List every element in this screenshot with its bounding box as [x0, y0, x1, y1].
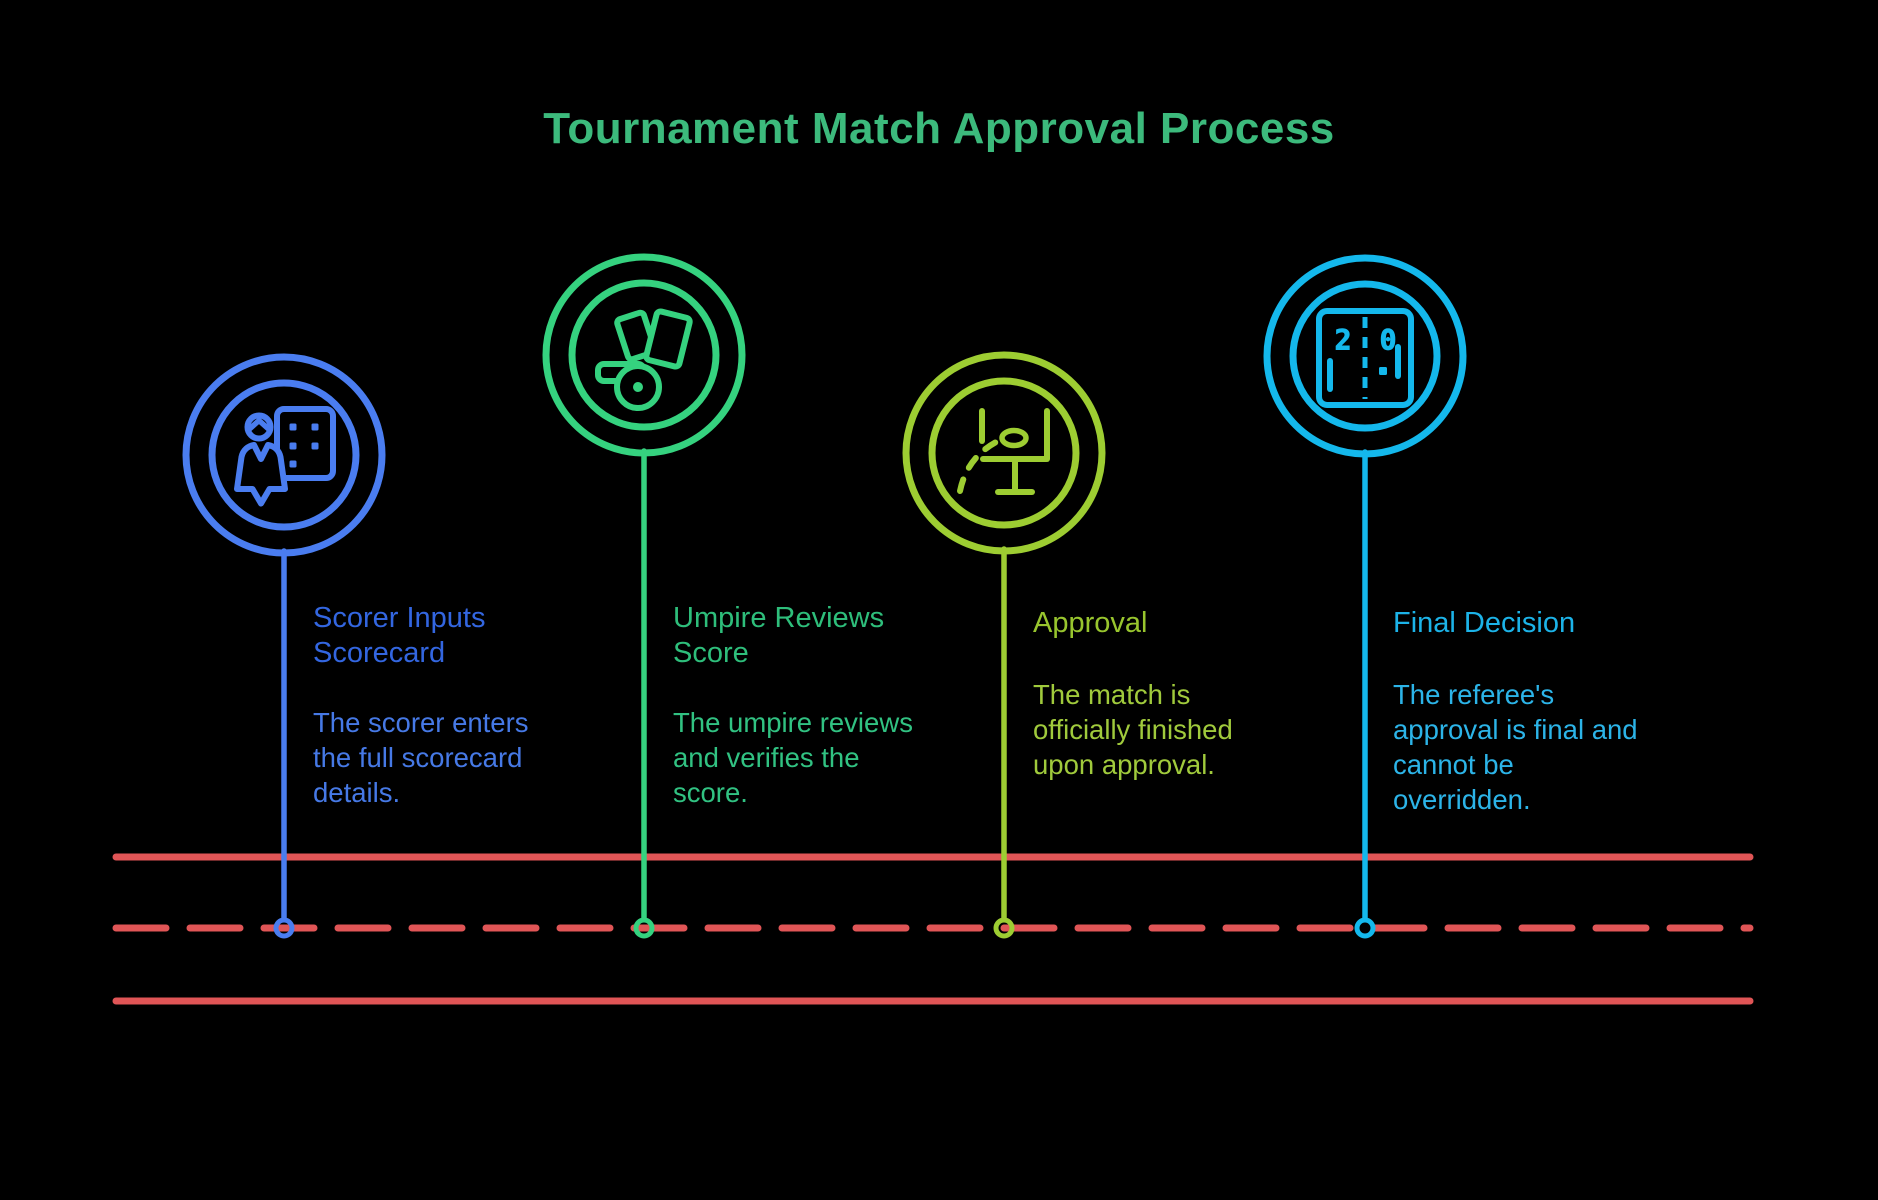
- goalpost-ball-icon: [957, 408, 1050, 495]
- step-3-outer-circle: [902, 351, 1106, 555]
- step-1-marker: [182, 353, 386, 939]
- step-1-road-node: [273, 917, 295, 939]
- step-3-marker: [902, 351, 1106, 939]
- pong-scoreboard-icon: 2 0: [1316, 308, 1414, 408]
- scorer-torso: [234, 442, 288, 507]
- step-1-outer-circle: [182, 353, 386, 557]
- step-2-outer-circle: [542, 253, 746, 457]
- scorecard-panel: [274, 406, 336, 481]
- page-title: Tournament Match Approval Process: [543, 104, 1335, 153]
- scorer-hair: [246, 417, 272, 432]
- scoreboard-left-score: 2: [1335, 323, 1352, 356]
- step-4-marker: 2 0: [1263, 254, 1467, 939]
- step-4-road-node: [1354, 917, 1376, 939]
- step-3-heading: Approval: [1033, 607, 1148, 639]
- step-4-inner-circle: [1289, 280, 1441, 432]
- step-2-road-node: [633, 917, 655, 939]
- ball-trajectory: [957, 438, 1001, 494]
- scorer-scorecard-icon: [234, 406, 336, 507]
- step-3-description: The match is officially finished upon ap…: [1033, 679, 1233, 780]
- step-2-marker: [542, 253, 746, 939]
- step-2-description: The umpire reviews and verifies the scor…: [673, 707, 913, 808]
- step-4-heading: Final Decision: [1393, 607, 1576, 639]
- scorer-head: [244, 412, 274, 442]
- step-1-heading: Scorer Inputs Scorecard: [313, 602, 486, 669]
- scoreboard-right-score: 0: [1380, 323, 1397, 356]
- step-4-description: The referee's approval is final and cann…: [1393, 679, 1638, 815]
- whistle-cards-icon: [595, 308, 693, 411]
- step-2-inner-circle: [568, 279, 720, 431]
- ball: [999, 427, 1029, 449]
- step-3-road-node: [993, 917, 1015, 939]
- scoreboard-frame: [1316, 308, 1414, 408]
- scorecard-dots: [289, 423, 319, 468]
- step-2-heading: Umpire Reviews Score: [673, 602, 885, 669]
- step-4-outer-circle: [1263, 254, 1467, 458]
- step-1-inner-circle: [208, 379, 360, 531]
- step-1-description: The scorer enters the full scorecard det…: [313, 707, 529, 808]
- step-3-inner-circle: [928, 377, 1080, 529]
- penalty-card-right: [643, 308, 693, 370]
- whistle-dot: [633, 382, 643, 392]
- road: [112, 853, 1754, 1005]
- pong-ball: [1379, 367, 1387, 375]
